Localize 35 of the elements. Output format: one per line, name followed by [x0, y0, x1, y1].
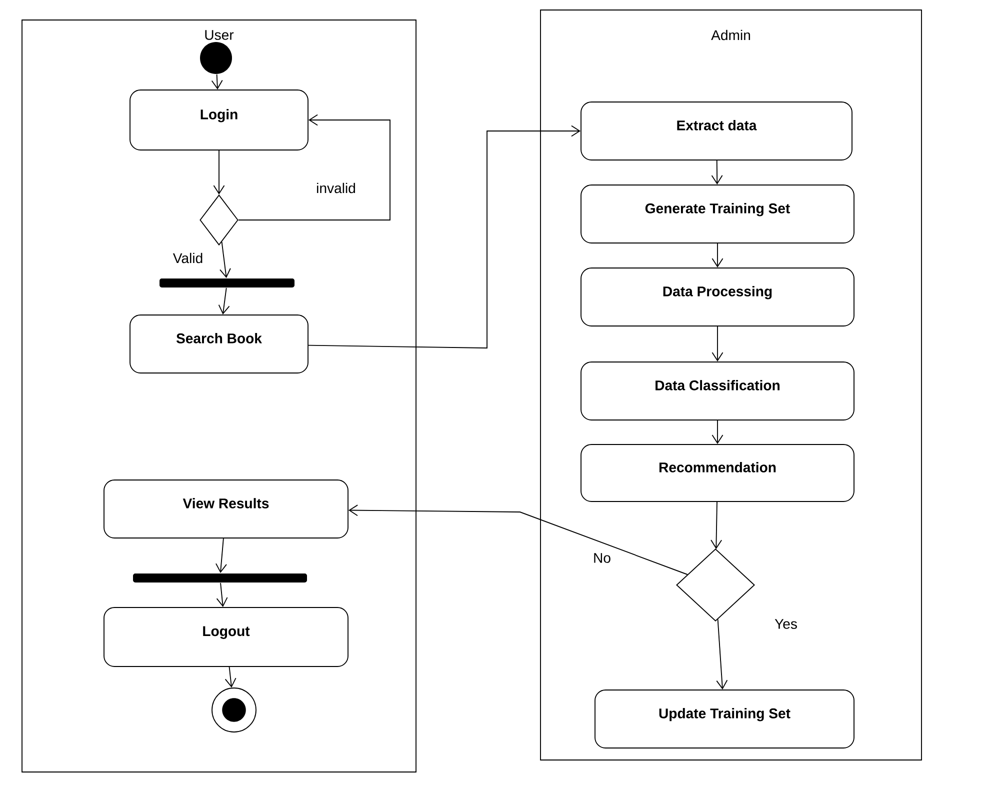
arrow: [348, 504, 688, 575]
activity-box: Data Processing: [580, 268, 854, 326]
edge-label: Yes: [773, 618, 799, 630]
arrow: [712, 326, 724, 362]
arrow: [220, 241, 231, 278]
arrow: [238, 114, 390, 220]
arrow: [716, 618, 728, 690]
edge-label: No: [592, 552, 612, 564]
arrow: [216, 582, 228, 608]
activity-box: Login: [130, 90, 308, 150]
final-node: [212, 688, 256, 732]
activity-box: Search Book: [130, 314, 308, 374]
arrow: [211, 74, 223, 90]
edge-label: invalid: [314, 182, 358, 194]
arrow: [213, 150, 225, 195]
activity-box: Data Classification: [580, 362, 854, 420]
activity-box: Logout: [104, 607, 348, 667]
arrow: [308, 125, 581, 348]
arrow: [224, 666, 236, 688]
activity-box: Extract data: [580, 102, 852, 160]
initial-node: [200, 42, 232, 74]
edge-label: Valid: [172, 252, 204, 264]
fork-bar: [133, 574, 307, 582]
activity-box: Update Training Set: [594, 690, 854, 748]
arrow: [712, 243, 724, 268]
fork-bar: [160, 278, 294, 288]
arrow: [712, 420, 724, 444]
activity-box: Generate Training Set: [580, 184, 854, 244]
decision-diamond: [676, 548, 755, 622]
activity-box: Recommendation: [580, 444, 854, 502]
arrow: [218, 288, 230, 315]
arrow: [216, 538, 227, 574]
arrow: [710, 502, 722, 550]
activity-box: View Results: [104, 480, 348, 538]
arrow: [711, 160, 723, 185]
